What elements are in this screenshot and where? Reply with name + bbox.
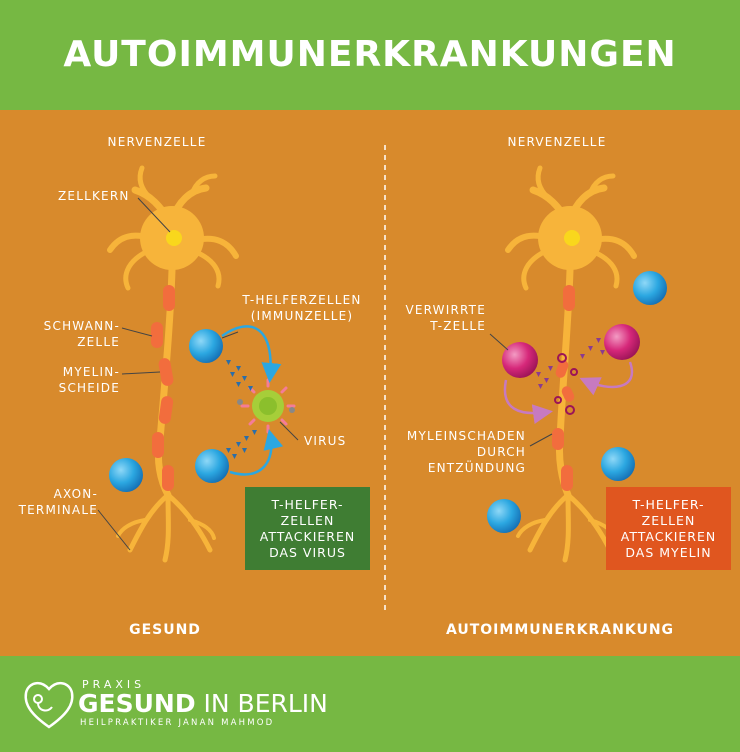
right-myelin-segments [552,285,575,491]
right-leader-lines [489,333,553,447]
label-schaden-line1: MYLEINSCHADEN [406,429,526,443]
label-schwann-line1: SCHWANN- [43,319,120,333]
label-schwann-line2: ZELLE [77,335,120,349]
right-nucleus [564,230,580,246]
confused-t-cells [502,324,640,378]
logo-praxis: PRAXIS [82,678,146,691]
neuron-diagram [97,145,667,610]
logo-name: GESUND IN BERLIN [78,689,328,718]
left-myelin-segments [151,285,175,491]
left-leader-lines [97,197,299,551]
attack-arrow-bottom [229,429,284,476]
box-healthy-line3: ATTACKIEREN [259,528,356,544]
heart-stethoscope-icon [24,681,74,729]
right-antibodies [536,338,605,389]
confused-arrow-left [503,379,553,425]
box-healthy-line4: DAS VIRUS [269,544,346,560]
label-thelfer-line2: (IMMUNZELLE) [250,309,354,323]
box-autoimmune-line2: ZELLEN [641,512,696,528]
left-t-cells [109,329,229,492]
left-nucleus [166,230,182,246]
confused-arrow-right [579,361,634,396]
label-verwirrte-line1: VERWIRRTE [405,303,486,317]
label-virus: VIRUS [304,434,347,448]
logo-subtitle: HEILPRAKTIKER JANAN MAHMOD [80,718,275,728]
box-healthy-line2: ZELLEN [280,512,335,528]
box-healthy-line1: T-HELFER- [271,496,344,512]
right-t-cells [487,271,667,533]
logo-gesund: GESUND [78,689,196,718]
label-verwirrte-t-zelle: VERWIRRTE T-ZELLE [386,302,486,334]
box-autoimmune-line4: DAS MYELIN [625,544,712,560]
label-myelinscheide: MYELIN- SCHEIDE [20,364,120,396]
label-myelin-line2: SCHEIDE [58,381,120,395]
label-axon-line1: AXON- [53,487,98,501]
virus-particle [237,378,296,434]
label-thelfer-line1: T-HELFERZELLEN [242,293,362,307]
attack-arrow-top [221,325,282,383]
label-t-helferzellen: T-HELFERZELLEN (IMMUNZELLE) [234,292,370,324]
footer-band [0,656,740,752]
praxis-logo: PRAXIS GESUND IN BERLIN HEILPRAKTIKER JA… [22,675,328,735]
label-schaden-line2: DURCH [476,445,526,459]
caption-autoimmunerkrankung: AUTOIMMUNERKRANKUNG [445,622,675,638]
left-antibodies [226,360,257,459]
label-schwann-zelle: SCHWANN- ZELLE [20,318,120,350]
caption-gesund: GESUND [129,622,201,638]
label-verwirrte-line2: T-ZELLE [430,319,486,333]
label-schaden-line3: ENTZÜNDUNG [427,461,526,475]
page-title: AUTOIMMUNERKRANKUNGEN [63,34,677,75]
header-band [0,0,740,110]
logo-in-berlin: IN BERLIN [195,689,328,718]
info-box-autoimmune: T-HELFER- ZELLEN ATTACKIEREN DAS MYELIN [606,487,731,570]
label-myleinschaden: MYLEINSCHADEN DURCH ENTZÜNDUNG [396,428,526,476]
right-heading: NERVENZELLE [507,135,607,149]
box-autoimmune-line1: T-HELFER- [632,496,705,512]
label-zellkern: ZELLKERN [58,189,130,203]
myelin-damage [554,353,578,415]
label-myelin-line1: MYELIN- [62,365,120,379]
box-autoimmune-line3: ATTACKIEREN [620,528,717,544]
info-box-healthy: T-HELFER- ZELLEN ATTACKIEREN DAS VIRUS [245,487,370,570]
label-axonterminale: AXON- TERMINALE [6,486,98,518]
label-axon-line2: TERMINALE [18,503,98,517]
left-heading: NERVENZELLE [107,135,207,149]
